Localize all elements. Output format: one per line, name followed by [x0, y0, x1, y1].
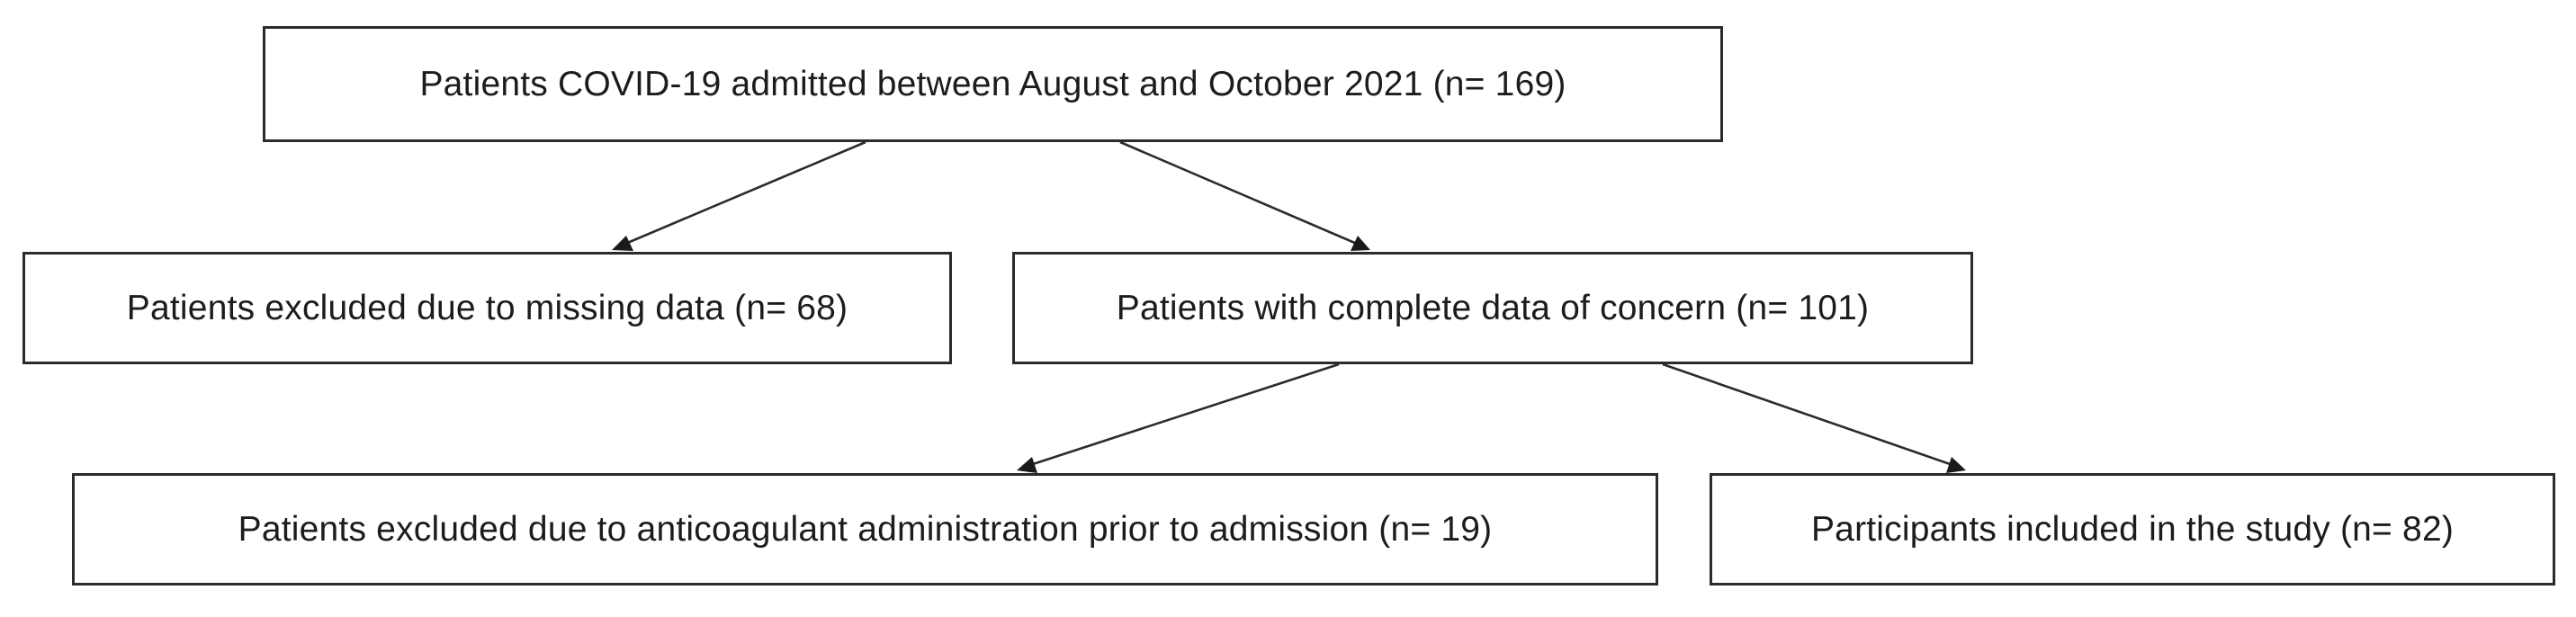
node-excluded-anticoagulant-label: Patients excluded due to anticoagulant a… [238, 509, 1493, 549]
node-excluded-missing-box: Patients excluded due to missing data (n… [22, 252, 952, 364]
arrow-admitted-to-excluded-missing [612, 140, 866, 251]
arrow-complete-to-excluded-anticoagulant [1017, 362, 1340, 473]
node-complete-data-box: Patients with complete data of concern (… [1012, 252, 1973, 364]
arrowhead-icon [612, 236, 633, 251]
node-complete-data-label: Patients with complete data of concern (… [1116, 288, 1870, 327]
arrow-admitted-to-complete-data [1119, 140, 1370, 251]
node-excluded-missing-label: Patients excluded due to missing data (n… [126, 288, 848, 327]
node-admitted-box: Patients COVID-19 admitted between Augus… [263, 26, 1723, 142]
node-included-label: Participants included in the study (n= 8… [1810, 509, 2455, 549]
arrowhead-icon [1351, 236, 1370, 251]
node-admitted-label: Patients COVID-19 admitted between Augus… [419, 64, 1566, 103]
arrow-complete-to-included [1662, 362, 1966, 473]
arrowhead-icon [1017, 457, 1037, 473]
node-included-box: Participants included in the study (n= 8… [1710, 473, 2555, 586]
arrowhead-icon [1946, 457, 1966, 473]
node-excluded-anticoagulant-box: Patients excluded due to anticoagulant a… [72, 473, 1658, 586]
